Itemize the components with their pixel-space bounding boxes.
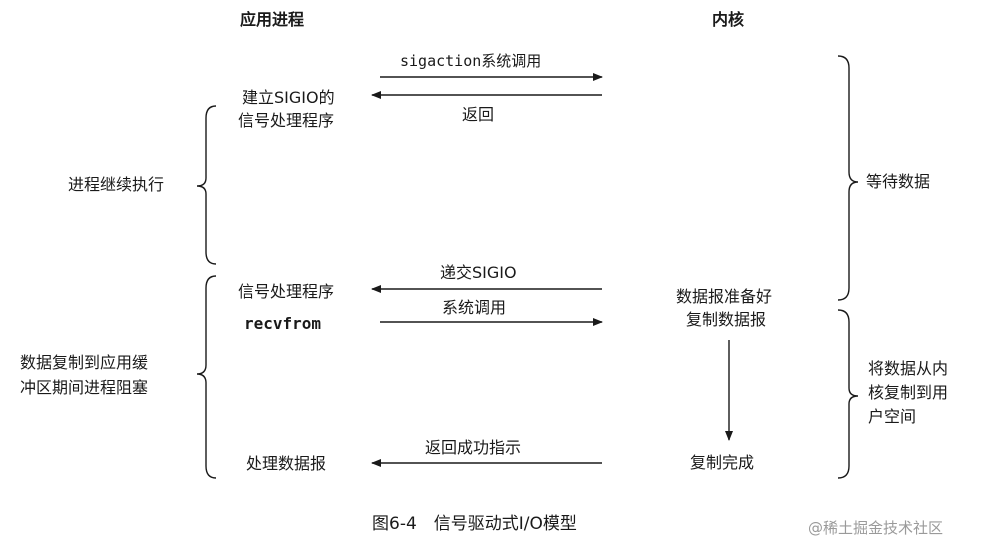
kernel-copy-done: 复制完成	[690, 453, 755, 472]
right-label-copy-line2: 核复制到用	[868, 383, 949, 402]
brace-right-copy	[837, 309, 859, 479]
left-label-continue: 进程继续执行	[68, 175, 165, 194]
kernel-datagram-ready: 数据报准备好	[676, 287, 773, 306]
brace-left-continue	[196, 105, 217, 265]
app-process-header: 应用进程	[240, 10, 305, 29]
right-label-copy-line3: 户空间	[868, 407, 917, 426]
label-deliver-sigio: 递交SIGIO	[440, 263, 517, 282]
right-label-copy-line1: 将数据从内	[868, 359, 949, 378]
label-sigaction: sigaction系统调用	[400, 52, 542, 70]
app-setup-line1: 建立SIGIO的	[242, 88, 335, 107]
brace-right-wait	[837, 55, 859, 301]
app-process-datagram: 处理数据报	[246, 454, 327, 473]
label-syscall: 系统调用	[442, 298, 507, 317]
watermark: @稀土掘金技术社区	[808, 519, 944, 537]
app-setup-line2: 信号处理程序	[238, 111, 335, 130]
figure-caption: 图6-4 信号驱动式I/O模型	[372, 514, 577, 534]
brace-left-blocked	[196, 275, 217, 479]
label-return-ok: 返回成功指示	[425, 438, 522, 457]
app-signal-handler: 信号处理程序	[238, 282, 335, 301]
app-recvfrom: recvfrom	[244, 314, 322, 333]
left-label-block-line2: 冲区期间进程阻塞	[20, 378, 149, 397]
left-label-block-line1: 数据复制到应用缓	[20, 353, 149, 372]
label-return: 返回	[462, 105, 495, 124]
kernel-header: 内核	[712, 10, 745, 29]
kernel-copy-datagram: 复制数据报	[686, 310, 767, 329]
right-label-wait: 等待数据	[866, 172, 931, 191]
